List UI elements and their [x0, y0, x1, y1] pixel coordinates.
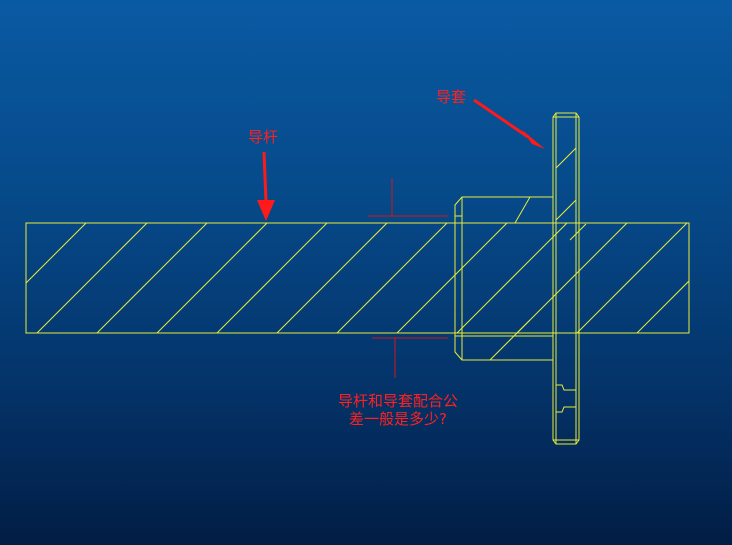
dimension-leaders	[368, 178, 448, 378]
guide-rod-label: 导杆	[248, 128, 279, 146]
rod-arrow-shaft	[262, 151, 268, 203]
sleeve-arrow-head	[522, 130, 545, 149]
question-line-2: 差一般是多少?	[349, 410, 447, 428]
tolerance-question: 导杆和导套配合公 差一般是多少?	[318, 392, 478, 428]
guide-sleeve-label: 导套	[436, 88, 467, 106]
guide-rod-outline	[25, 222, 690, 334]
rod-arrow-head	[257, 200, 275, 221]
guide-sleeve-flange	[552, 112, 580, 445]
sleeve-arrow-shaft	[473, 98, 529, 139]
guide-rod	[25, 222, 690, 334]
question-line-1: 导杆和导套配合公	[337, 392, 458, 410]
annotation-arrows	[257, 98, 545, 221]
guide-rod-hatching	[26, 223, 689, 333]
guide-sleeve	[454, 112, 587, 445]
